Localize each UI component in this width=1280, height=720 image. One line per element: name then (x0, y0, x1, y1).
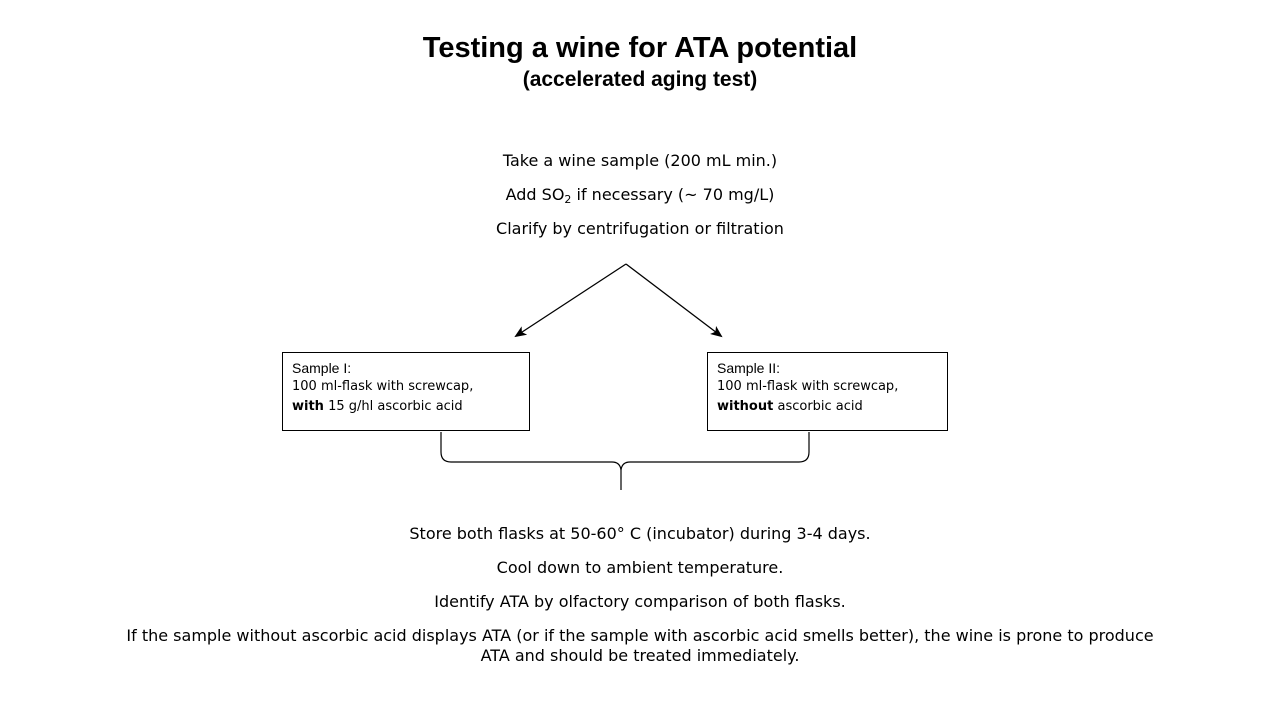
conclusion-text: If the sample without ascorbic acid disp… (126, 626, 1154, 665)
sample-1-with-label: with (292, 399, 324, 414)
sample-1-box: Sample I: 100 ml-flask with screwcap, wi… (282, 352, 530, 431)
sample-1-line-2: with 15 g/hl ascorbic acid (292, 397, 520, 417)
page-subtitle: (accelerated aging test) (522, 68, 758, 91)
step-take-sample: Take a wine sample (200 mL min.) (502, 151, 778, 170)
merge-brace (440, 432, 810, 490)
so2-text-after: if necessary (~ 70 mg/L) (571, 185, 775, 204)
sample-2-additive: ascorbic acid (773, 399, 863, 414)
sample-2-heading: Sample II: (717, 360, 781, 376)
sample-1-heading: Sample I: (292, 360, 352, 376)
step-clarify: Clarify by centrifugation or filtration (496, 219, 784, 238)
sample-2-box: Sample II: 100 ml-flask with screwcap, w… (707, 352, 948, 431)
step-cool: Cool down to ambient temperature. (496, 558, 784, 577)
arrow-to-sample-2 (625, 263, 723, 338)
sample-2-without-label: without (717, 399, 774, 414)
sample-1-additive: 15 g/hl ascorbic acid (323, 399, 463, 414)
arrow-to-sample-1 (514, 263, 627, 338)
page-title: Testing a wine for ATA potential (422, 32, 858, 64)
so2-subscript: 2 (564, 193, 572, 206)
sample-2-line-1: 100 ml-flask with screwcap, (717, 379, 899, 394)
step-identify: Identify ATA by olfactory comparison of … (434, 592, 846, 611)
sample-2-line-2: without ascorbic acid (717, 397, 938, 417)
step-add-so2: Add SO2 if necessary (~ 70 mg/L) (0, 185, 1280, 205)
so2-text-before: Add SO (505, 185, 565, 204)
step-store: Store both flasks at 50-60° C (incubator… (409, 524, 871, 543)
sample-1-line-1: 100 ml-flask with screwcap, (292, 379, 474, 394)
